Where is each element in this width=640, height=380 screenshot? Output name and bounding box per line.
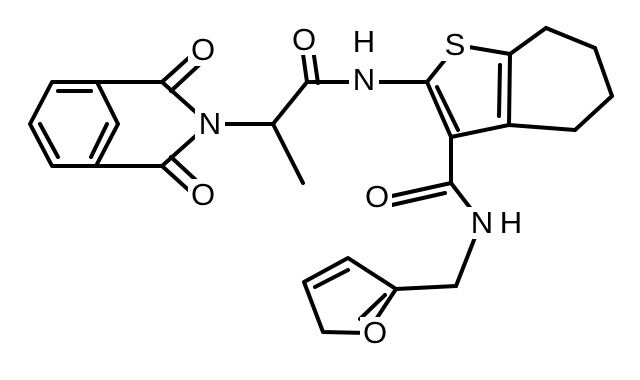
label-mask-o-phthalimide-top bbox=[188, 34, 218, 66]
oxygen-atom-phthalimide-bottom: O bbox=[191, 177, 215, 212]
label-mask-o-amide-bottom bbox=[362, 181, 392, 213]
hydrogen-atom-amide-top: H bbox=[353, 24, 375, 59]
label-mask-o-amide-top bbox=[289, 23, 319, 55]
label-mask-n-phthalimide bbox=[195, 108, 225, 140]
oxygen-atom-amide-bottom: O bbox=[365, 179, 389, 214]
cyclohexane-ring bbox=[507, 26, 614, 132]
label-mask-nh-bottom bbox=[467, 207, 525, 239]
oxygen-atom-phthalimide-top: O bbox=[191, 32, 215, 67]
phthalimide-benzene-ring bbox=[28, 80, 120, 168]
hydrogen-atom-amide-bottom: H bbox=[500, 205, 522, 240]
alanine-linker bbox=[207, 45, 429, 185]
nitrogen-atom-phthalimide: N bbox=[199, 106, 221, 141]
label-mask-o-phthalimide-bottom bbox=[188, 179, 218, 211]
lower-carboxamide bbox=[390, 135, 483, 288]
nitrogen-atom-amide-top: N bbox=[353, 62, 375, 97]
label-mask-nh-top bbox=[349, 30, 379, 94]
phthalimide-imide-ring bbox=[94, 52, 211, 196]
label-mask-o-furan bbox=[360, 317, 390, 349]
label-mask-s bbox=[440, 29, 470, 61]
nitrogen-atom-amide-bottom: N bbox=[471, 205, 493, 240]
oxygen-atom-amide-top: O bbox=[292, 22, 316, 57]
sulfur-atom-thiophene: S bbox=[445, 27, 466, 62]
oxygen-atom-furan: O bbox=[363, 315, 387, 350]
